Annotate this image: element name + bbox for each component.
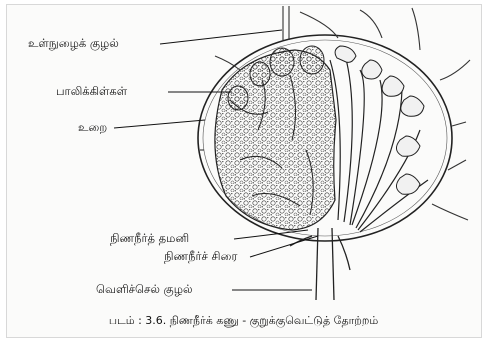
- label-capsule: உறை: [78, 122, 107, 134]
- label-lymph-artery: நிணநீர்த் தமனி: [110, 233, 189, 245]
- label-inner-duct: உள்நுழைக் குழல்: [28, 38, 119, 50]
- label-lymph-vein: நிணநீர்ச் சிரை: [164, 251, 237, 263]
- label-outer-duct: வெளிச்செல் குழல்: [96, 284, 193, 296]
- follicle-mass: [215, 50, 336, 230]
- figure-caption: படம் : 3.6. நிணநீர்க் கணு - குறுக்குவெட்…: [0, 314, 487, 329]
- label-follicles: பாலிக்கிள்கள்: [56, 86, 127, 98]
